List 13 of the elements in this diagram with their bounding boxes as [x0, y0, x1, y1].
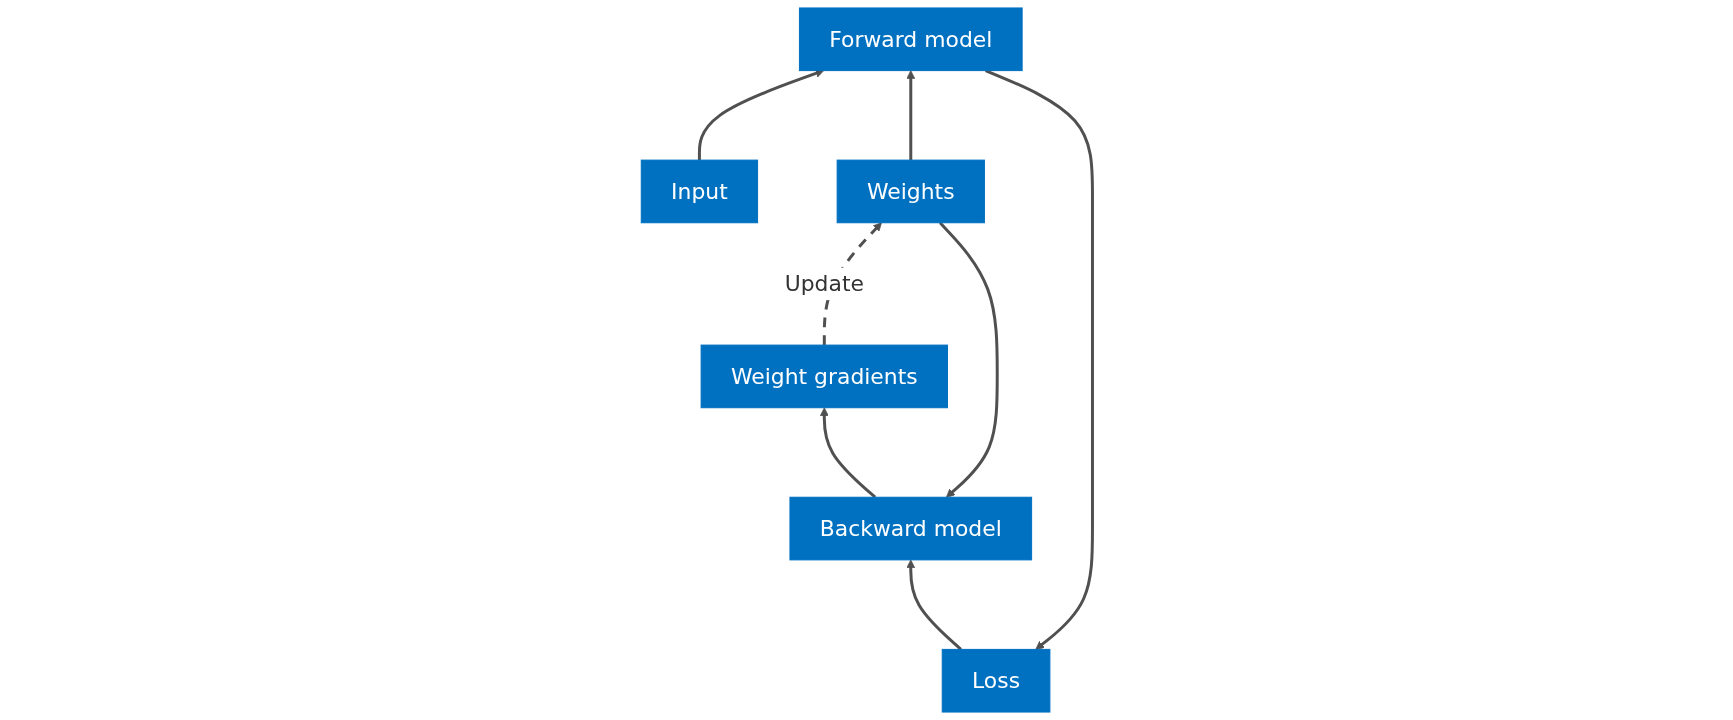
arrow: [819, 407, 876, 499]
node-box: Forward model: [798, 7, 1023, 72]
node-box: Backward model: [789, 496, 1032, 561]
arrow: [906, 70, 915, 161]
node-box: Weights: [836, 159, 985, 224]
node-box: Input: [640, 159, 758, 224]
arrow: [938, 221, 999, 498]
arrow: [984, 69, 1094, 650]
arrow: [906, 559, 962, 651]
node-box: Loss: [941, 648, 1051, 713]
node-box: Weight gradients: [700, 344, 948, 409]
edge-label: Update: [784, 271, 864, 297]
arrow: [697, 69, 824, 161]
